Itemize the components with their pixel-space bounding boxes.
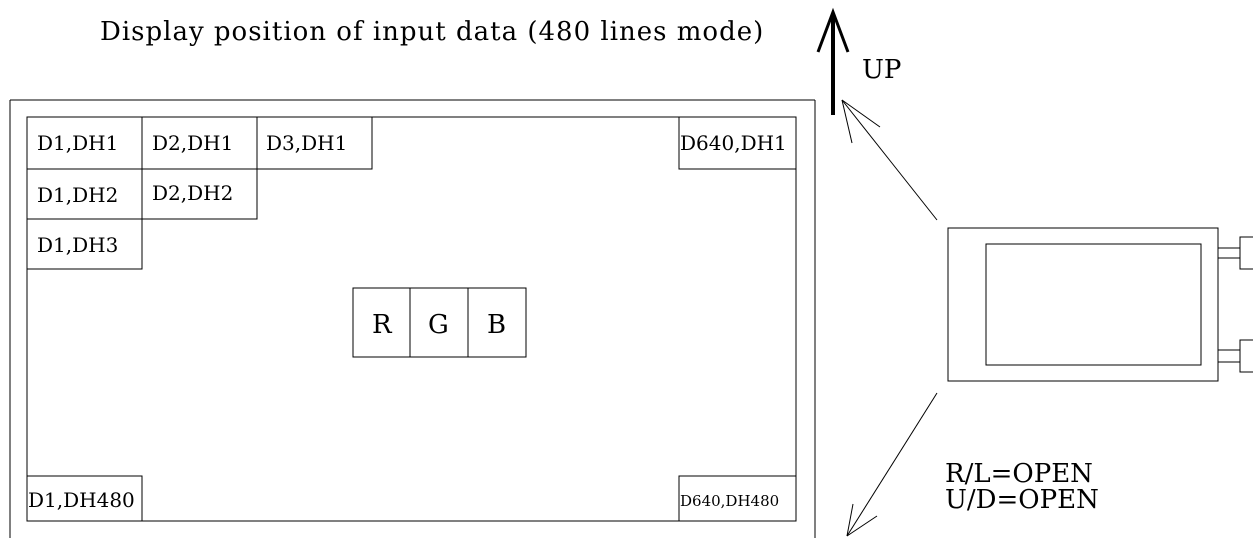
cell-d640-dh480: D640,DH480 [678, 475, 797, 522]
subpixel-g: G [428, 310, 449, 340]
subpixel-r: R [372, 310, 393, 340]
cell-d2-dh2: D2,DH2 [141, 168, 258, 220]
up-label: UP [862, 55, 901, 85]
rl-setting: R/L=OPEN [945, 459, 1093, 489]
cell-d1-dh480-label: D1,DH480 [28, 488, 135, 512]
cell-d640-dh1-label: D640,DH1 [680, 131, 787, 155]
cell-d640-dh1: D640,DH1 [678, 116, 797, 170]
cell-d2-dh2-label: D2,DH2 [152, 181, 233, 205]
cell-d640-dh480-label: D640,DH480 [680, 492, 779, 510]
up-arrow-icon [816, 7, 850, 115]
display-frame [9, 99, 816, 538]
cell-d1-dh1: D1,DH1 [26, 116, 143, 170]
cell-d3-dh1: D3,DH1 [256, 116, 373, 170]
lower-leader-arrow-icon [846, 392, 938, 537]
cell-d1-dh1-label: D1,DH1 [37, 131, 118, 155]
cell-d2-dh1: D2,DH1 [141, 116, 258, 170]
lcd-module-icon [947, 227, 1253, 382]
upper-leader-arrow-icon [841, 99, 938, 221]
cell-d1-dh3-label: D1,DH3 [37, 233, 118, 257]
cell-d1-dh3: D1,DH3 [26, 218, 143, 270]
subpixel-b: B [487, 310, 506, 340]
ud-setting: U/D=OPEN [945, 485, 1099, 515]
rgb-subpixels: R G B [352, 287, 527, 358]
diagram-title: Display position of input data (480 line… [100, 17, 764, 47]
cell-d3-dh1-label: D3,DH1 [266, 131, 347, 155]
cell-d1-dh2: D1,DH2 [26, 168, 143, 220]
cell-d2-dh1-label: D2,DH1 [152, 131, 233, 155]
cell-d1-dh2-label: D1,DH2 [37, 183, 118, 207]
cell-d1-dh480: D1,DH480 [26, 475, 143, 522]
